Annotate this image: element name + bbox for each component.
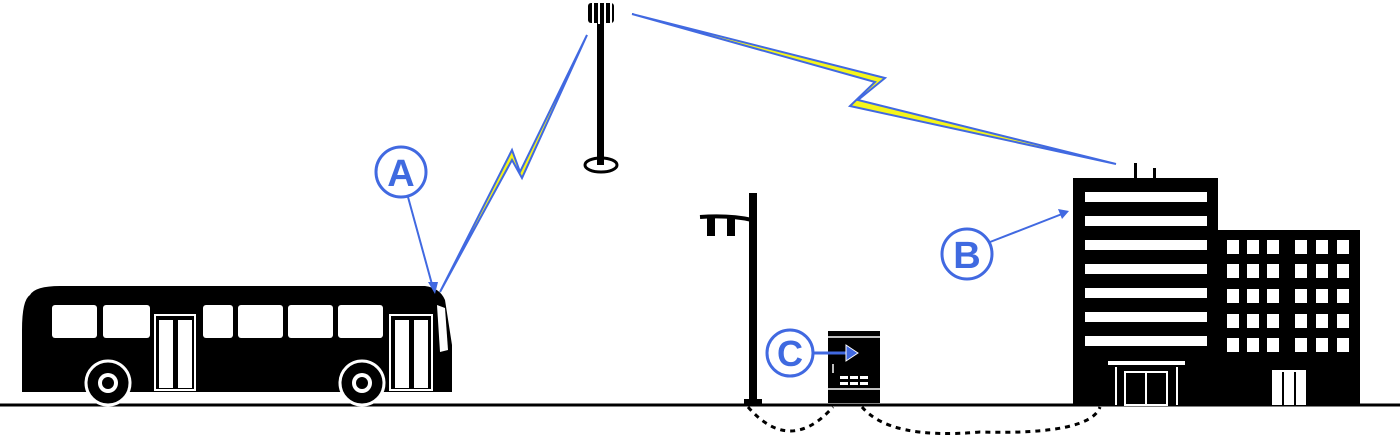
- street-cabinet-icon: [828, 331, 880, 403]
- building-window: [1316, 314, 1328, 328]
- callout-a: A: [374, 145, 428, 199]
- buried-cable-cabinet-to-building: [860, 406, 1102, 435]
- wireless-link-bus-tower: [439, 34, 588, 293]
- building-window: [1316, 264, 1328, 278]
- building-window: [1267, 289, 1279, 303]
- building-window: [1337, 240, 1349, 254]
- building-window: [1295, 338, 1307, 352]
- building-window: [1227, 314, 1239, 328]
- building-window: [1267, 240, 1279, 254]
- office-building-icon: [1073, 163, 1218, 406]
- building-window: [1337, 264, 1349, 278]
- building-window: [1267, 264, 1279, 278]
- building-window: [1227, 338, 1239, 352]
- building-window: [1337, 289, 1349, 303]
- building-window: [1227, 264, 1239, 278]
- building-window: [1316, 338, 1328, 352]
- building-window: [1337, 338, 1349, 352]
- building-window: [1267, 338, 1279, 352]
- callout-b-arrow: [989, 209, 1069, 243]
- label-b: B: [953, 235, 980, 277]
- building-window: [1227, 289, 1239, 303]
- building-window: [1316, 289, 1328, 303]
- building-window: [1227, 240, 1239, 254]
- callout-a-arrow: [407, 196, 438, 294]
- street-light-icon: [699, 193, 762, 405]
- label-c: C: [777, 333, 803, 374]
- building-window: [1247, 264, 1259, 278]
- building-window: [1295, 314, 1307, 328]
- buried-cable-pole-to-cabinet: [746, 405, 835, 433]
- building-window: [1295, 264, 1307, 278]
- building-window: [1337, 314, 1349, 328]
- building-window: [1247, 240, 1259, 254]
- building-window: [1295, 289, 1307, 303]
- callout-c-arrow: [812, 344, 859, 362]
- apartment-building-icon: [1217, 230, 1360, 405]
- building-window: [1247, 338, 1259, 352]
- building-window: [1295, 240, 1307, 254]
- bus-icon: [22, 286, 452, 407]
- cell-tower-icon: [583, 0, 619, 174]
- callout-c: C: [765, 328, 815, 378]
- building-window: [1267, 314, 1279, 328]
- building-window: [1316, 240, 1328, 254]
- building-window: [1247, 289, 1259, 303]
- callout-b: B: [940, 227, 994, 281]
- wireless-link-tower-building: [631, 13, 1117, 165]
- label-a: A: [387, 153, 414, 195]
- building-window: [1247, 314, 1259, 328]
